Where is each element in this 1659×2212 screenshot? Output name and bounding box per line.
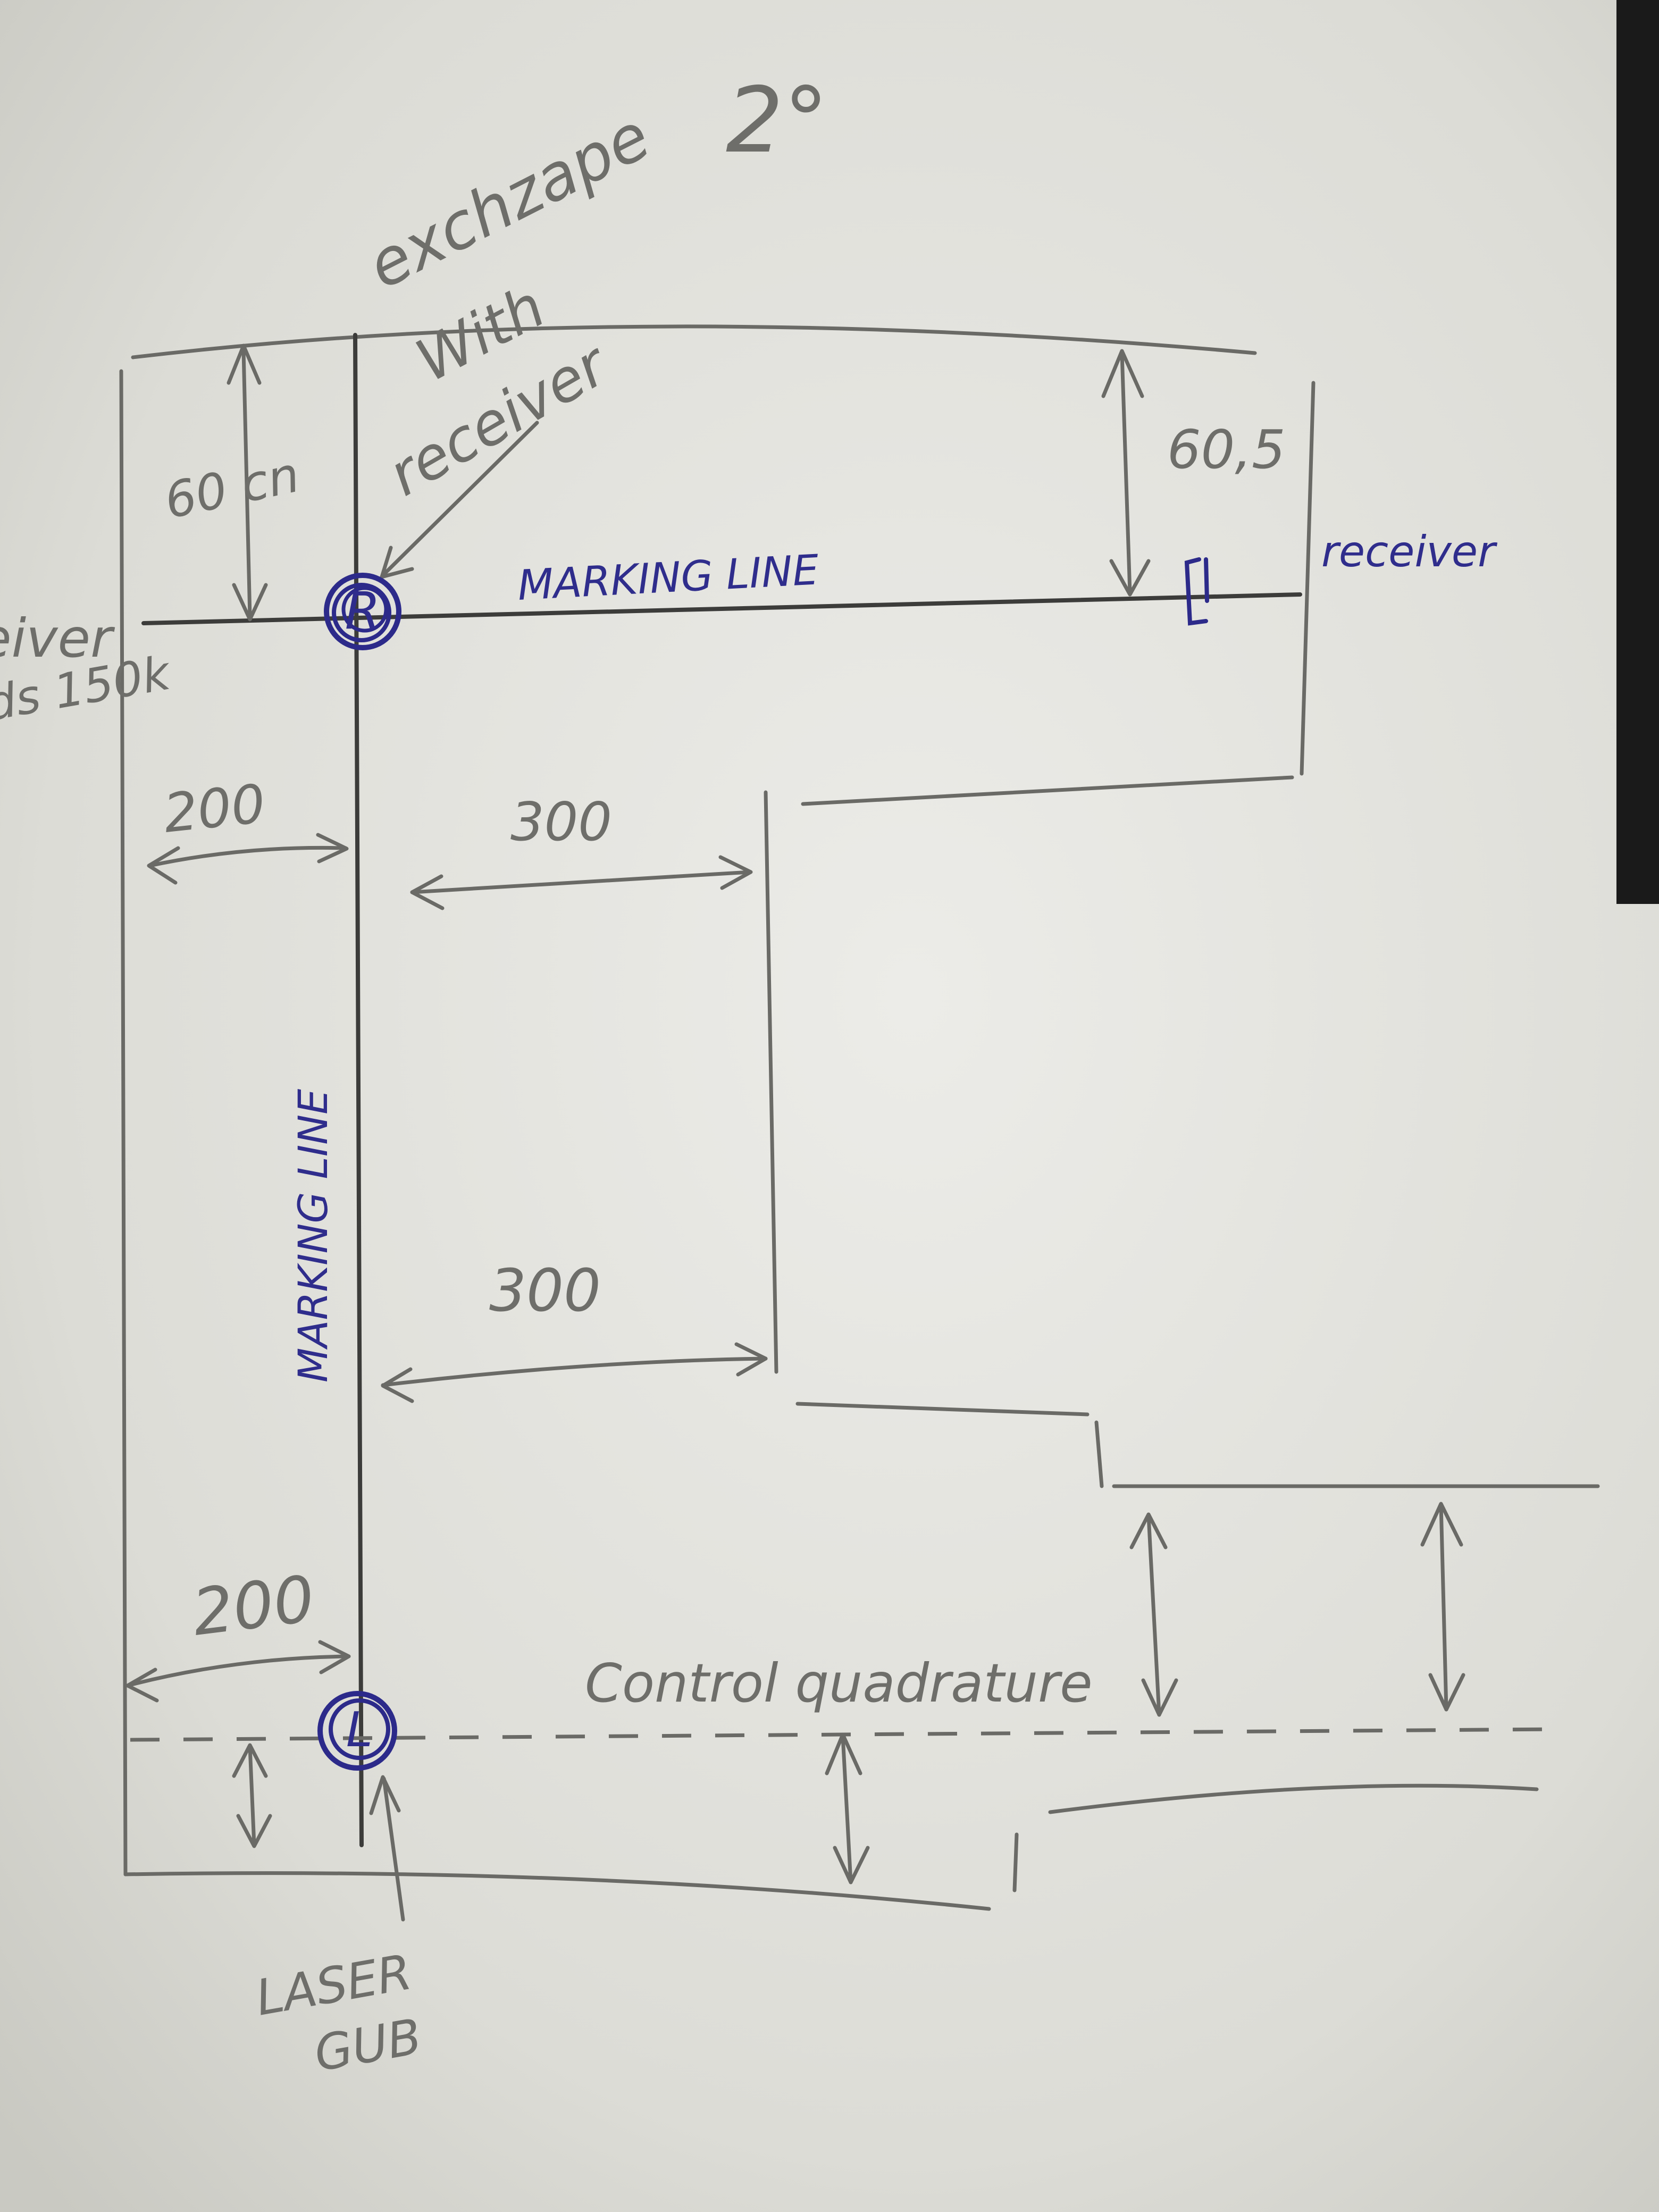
receiver-right-marker	[1184, 557, 1209, 626]
dimension-200-bottom: 200	[189, 1562, 319, 1650]
dark-edge	[1616, 0, 1659, 904]
control-quadrature-line	[130, 1727, 1561, 1742]
dimension-300-bottom: 300	[489, 1256, 601, 1325]
laser-circle: L	[317, 1691, 397, 1771]
outline	[119, 324, 1600, 1911]
dimension-300-top: 300	[510, 791, 612, 853]
control-quadrature-text: Control quadrature	[585, 1652, 1093, 1714]
left-receiver-label-1: eiver	[0, 607, 115, 669]
dimension-200-top: 200	[161, 773, 268, 845]
laser-symbol: L	[346, 1702, 373, 1758]
vertical-marking-line-label: MARKING LINE	[289, 1089, 337, 1382]
right-receiver-label: receiver	[1321, 527, 1498, 576]
receiver-left-circle: R	[324, 573, 401, 650]
dimension-arrows	[125, 343, 1465, 1922]
sheet-label: 2°	[726, 68, 828, 173]
receiver-symbol: R	[345, 581, 381, 641]
top-right-dimension: 60,5	[1167, 418, 1286, 481]
